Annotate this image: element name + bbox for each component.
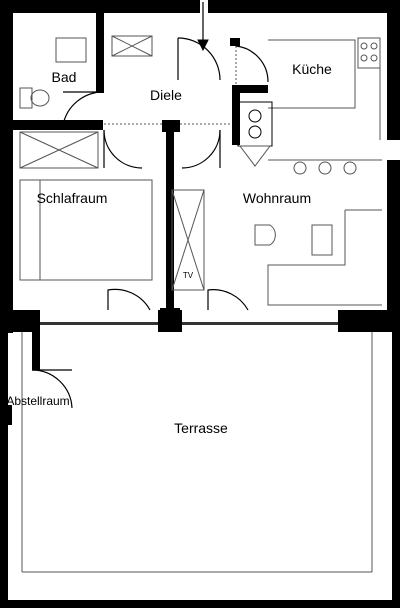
thin-partitions <box>104 37 382 306</box>
room-label-wohnraum: Wohnraum <box>243 190 311 206</box>
room-label-schlafraum: Schlafraum <box>37 190 108 206</box>
interior-walls <box>13 13 268 332</box>
room-label-bad: Bad <box>52 69 77 85</box>
outer-walls <box>0 0 400 333</box>
room-label-terrasse: Terrasse <box>174 420 228 436</box>
tv-label: TV <box>183 271 194 280</box>
doors <box>31 37 269 409</box>
terrace-border <box>21 332 373 573</box>
room-label-kueche: Küche <box>292 61 332 77</box>
entrance-arrow-icon <box>197 2 209 52</box>
abstellraum-walls <box>0 332 40 425</box>
room-label-diele: Diele <box>150 87 182 103</box>
room-label-abstellraum: Abstellraum <box>6 394 69 408</box>
furniture <box>19 35 378 291</box>
terrace-walls <box>0 332 400 608</box>
